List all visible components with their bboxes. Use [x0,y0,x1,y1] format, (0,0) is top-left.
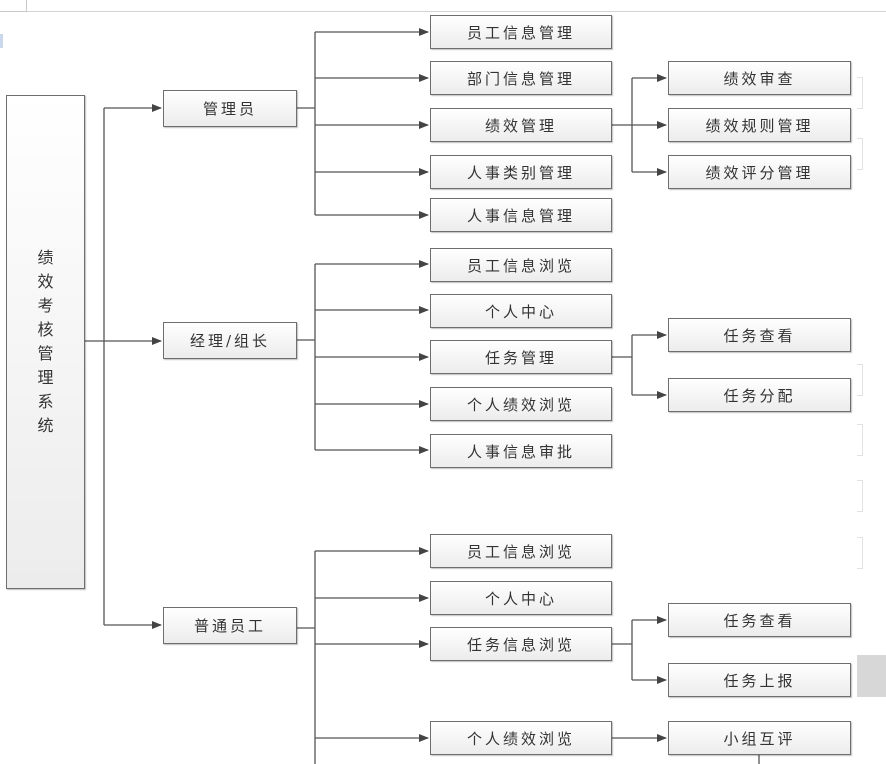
left-edge-marker [0,34,3,48]
node-peer-review[interactable]: 小组互评 [668,721,851,755]
node-hr-info-approval[interactable]: 人事信息审批 [430,434,612,468]
scroll-thumb[interactable] [857,655,886,697]
node-task-view[interactable]: 任务查看 [668,318,851,352]
faint-bracket [857,424,863,456]
node-employee-info-browse[interactable]: 员工信息浏览 [430,534,612,568]
top-divider [0,11,886,12]
connector-taskinfo-trunk [611,620,633,680]
connector-manager-trunk [296,264,316,450]
connector-perf-trunk [611,78,633,172]
top-left-tab [0,0,27,12]
node-task-mgmt[interactable]: 任务管理 [430,340,612,374]
role-node-admin[interactable]: 管理员 [163,90,297,127]
node-employee-info-browse[interactable]: 员工信息浏览 [430,248,612,282]
node-personal-performance-browse[interactable]: 个人绩效浏览 [430,387,612,421]
role-node-employee[interactable]: 普通员工 [163,607,297,644]
role-node-manager[interactable]: 经理/组长 [163,322,297,359]
connector-root [84,108,105,625]
node-task-assign[interactable]: 任务分配 [668,378,851,412]
node-employee-info-mgmt[interactable]: 员工信息管理 [430,15,612,49]
connector-admin-trunk [296,32,316,215]
node-task-info-browse[interactable]: 任务信息浏览 [430,627,612,661]
faint-bracket [857,537,863,569]
node-performance-mgmt[interactable]: 绩效管理 [430,108,612,142]
node-performance-rule-mgmt[interactable]: 绩效规则管理 [668,108,851,142]
node-personal-center[interactable]: 个人中心 [430,294,612,328]
root-node-label: 绩效考核管理系统 [37,248,54,435]
connector-employee-trunk [296,551,316,764]
node-hr-info-mgmt[interactable]: 人事信息管理 [430,198,612,232]
node-performance-review[interactable]: 绩效审查 [668,61,851,95]
root-node-performance-system[interactable]: 绩效考核管理系统 [6,95,85,589]
node-personal-center[interactable]: 个人中心 [430,581,612,615]
node-dept-info-mgmt[interactable]: 部门信息管理 [430,61,612,95]
faint-bracket [857,77,863,109]
connector-task-trunk [611,335,633,395]
node-hr-category-mgmt[interactable]: 人事类别管理 [430,155,612,189]
faint-bracket [857,138,863,170]
node-task-report[interactable]: 任务上报 [668,663,851,697]
faint-bracket [857,480,863,512]
node-task-view[interactable]: 任务查看 [668,603,851,637]
node-performance-score-mgmt[interactable]: 绩效评分管理 [668,155,851,189]
node-personal-performance-browse[interactable]: 个人绩效浏览 [430,721,612,755]
faint-bracket [857,364,863,396]
